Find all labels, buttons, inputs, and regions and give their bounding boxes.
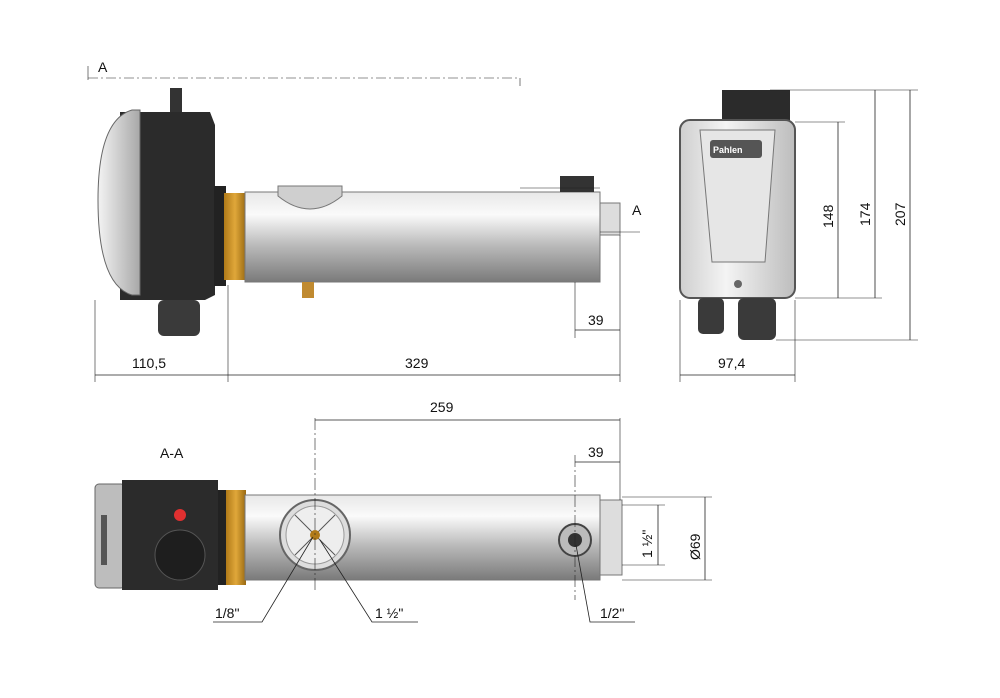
- section-view: A-A 259 39 Ø69 1 ½": [94, 399, 712, 623]
- inlet-saddle: [277, 185, 343, 210]
- section-front-cap: [94, 483, 126, 589]
- control-box: [120, 112, 215, 300]
- dim-box-height-148: 148: [820, 204, 836, 228]
- heater-side-view: A: [97, 88, 642, 336]
- dim-port-spacing: 259: [430, 399, 454, 415]
- top-port: [560, 176, 594, 192]
- dim-box-width: 97,4: [718, 355, 745, 371]
- dim-box-height-207: 207: [892, 202, 908, 226]
- control-box-front-view: Pahlen 97,4 148 174 207: [679, 89, 918, 382]
- section-title: A-A: [160, 445, 184, 461]
- logo-badge: [710, 140, 762, 158]
- section-end-collar: [599, 499, 623, 576]
- dim-outlet-thread: 1 ½": [639, 530, 655, 558]
- dim-end-offset-top: 39: [588, 312, 604, 328]
- dim-end-offset-bottom: 39: [588, 444, 604, 460]
- cable-gland-right: [738, 298, 776, 340]
- dim-body-length: 329: [405, 355, 429, 371]
- cable-gland: [158, 300, 200, 336]
- dim-box-height-174: 174: [857, 202, 873, 226]
- cable-knob: [170, 88, 182, 116]
- brass-nut: [224, 193, 246, 280]
- callout-inlet-port: 1 ½": [375, 605, 403, 621]
- drain-nipple: [302, 282, 314, 298]
- section-marker-label: A: [98, 59, 108, 75]
- cable-gland-left: [698, 298, 724, 334]
- section-marker-end-label: A: [632, 202, 642, 218]
- dim-control-box-length: 110,5: [132, 355, 166, 371]
- top-view-dimensions: 110,5 329 39: [94, 235, 621, 382]
- indicator-light: [174, 509, 186, 521]
- callout-sensor-port: 1/8": [215, 605, 239, 621]
- thermostat-dial: [154, 529, 206, 581]
- front-cap: [97, 109, 141, 296]
- callout-drain-port: 1/2": [600, 605, 624, 621]
- dim-tube-diameter: Ø69: [687, 533, 703, 560]
- box-top-housing: [722, 90, 790, 122]
- end-collar: [599, 202, 621, 236]
- logo: Pahlen: [713, 145, 743, 155]
- section-line: A: [87, 59, 521, 86]
